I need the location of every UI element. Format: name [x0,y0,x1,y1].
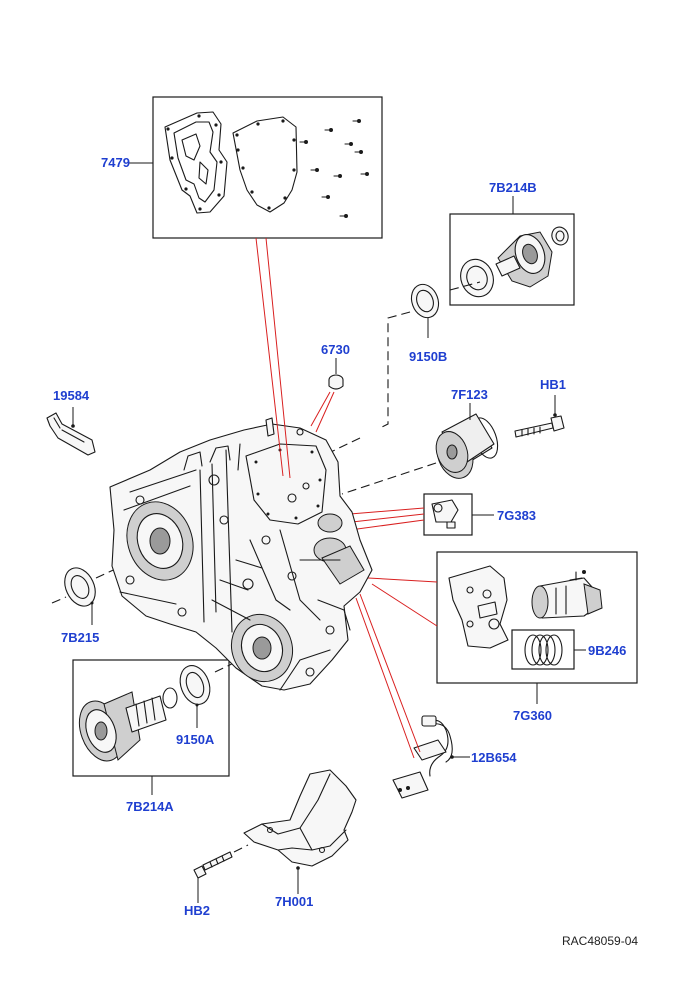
callout-7G360[interactable]: 7G360 [513,708,553,723]
callout-7F123[interactable]: 7F123 [451,387,488,402]
callout-7G383[interactable]: 7G383 [497,508,537,523]
gasket-kit-box [128,96,383,239]
transfer-case-housing [109,417,373,691]
callout-7B214A[interactable]: 7B214A [126,799,174,814]
output-flange-kit-a-box [72,659,241,795]
drain-plug [310,358,344,433]
skid-plate [243,769,357,894]
callout-9150B[interactable]: 9150B [409,349,448,364]
output-flange-kit-b-box [449,196,575,306]
callout-HB1[interactable]: HB1 [540,377,567,392]
screw-set [299,119,369,218]
drawing-reference-number: RAC48059-04 [562,934,639,948]
callout-HB2[interactable]: HB2 [184,903,211,918]
callout-9150A[interactable]: 9150A [176,732,215,747]
callout-19584[interactable]: 19584 [53,388,90,403]
callout-7B215[interactable]: 7B215 [61,630,100,645]
callout-7479[interactable]: 7479 [101,155,130,170]
callout-7H001[interactable]: 7H001 [275,894,314,909]
callout-9B246[interactable]: 9B246 [588,643,627,658]
breather-tube [46,407,96,456]
actuator-kit-box [367,551,638,704]
gasket-leader-lines [255,237,291,479]
hex-bolt-hb1 [514,395,565,438]
transfer-motor [341,403,499,495]
callout-6730[interactable]: 6730 [321,342,350,357]
callout-12B654[interactable]: 12B654 [471,750,517,765]
callout-7B214B[interactable]: 7B214B [489,180,537,195]
hex-bolt-hb2 [193,844,249,903]
wiring-harness [355,593,470,799]
position-sensor [349,493,494,536]
